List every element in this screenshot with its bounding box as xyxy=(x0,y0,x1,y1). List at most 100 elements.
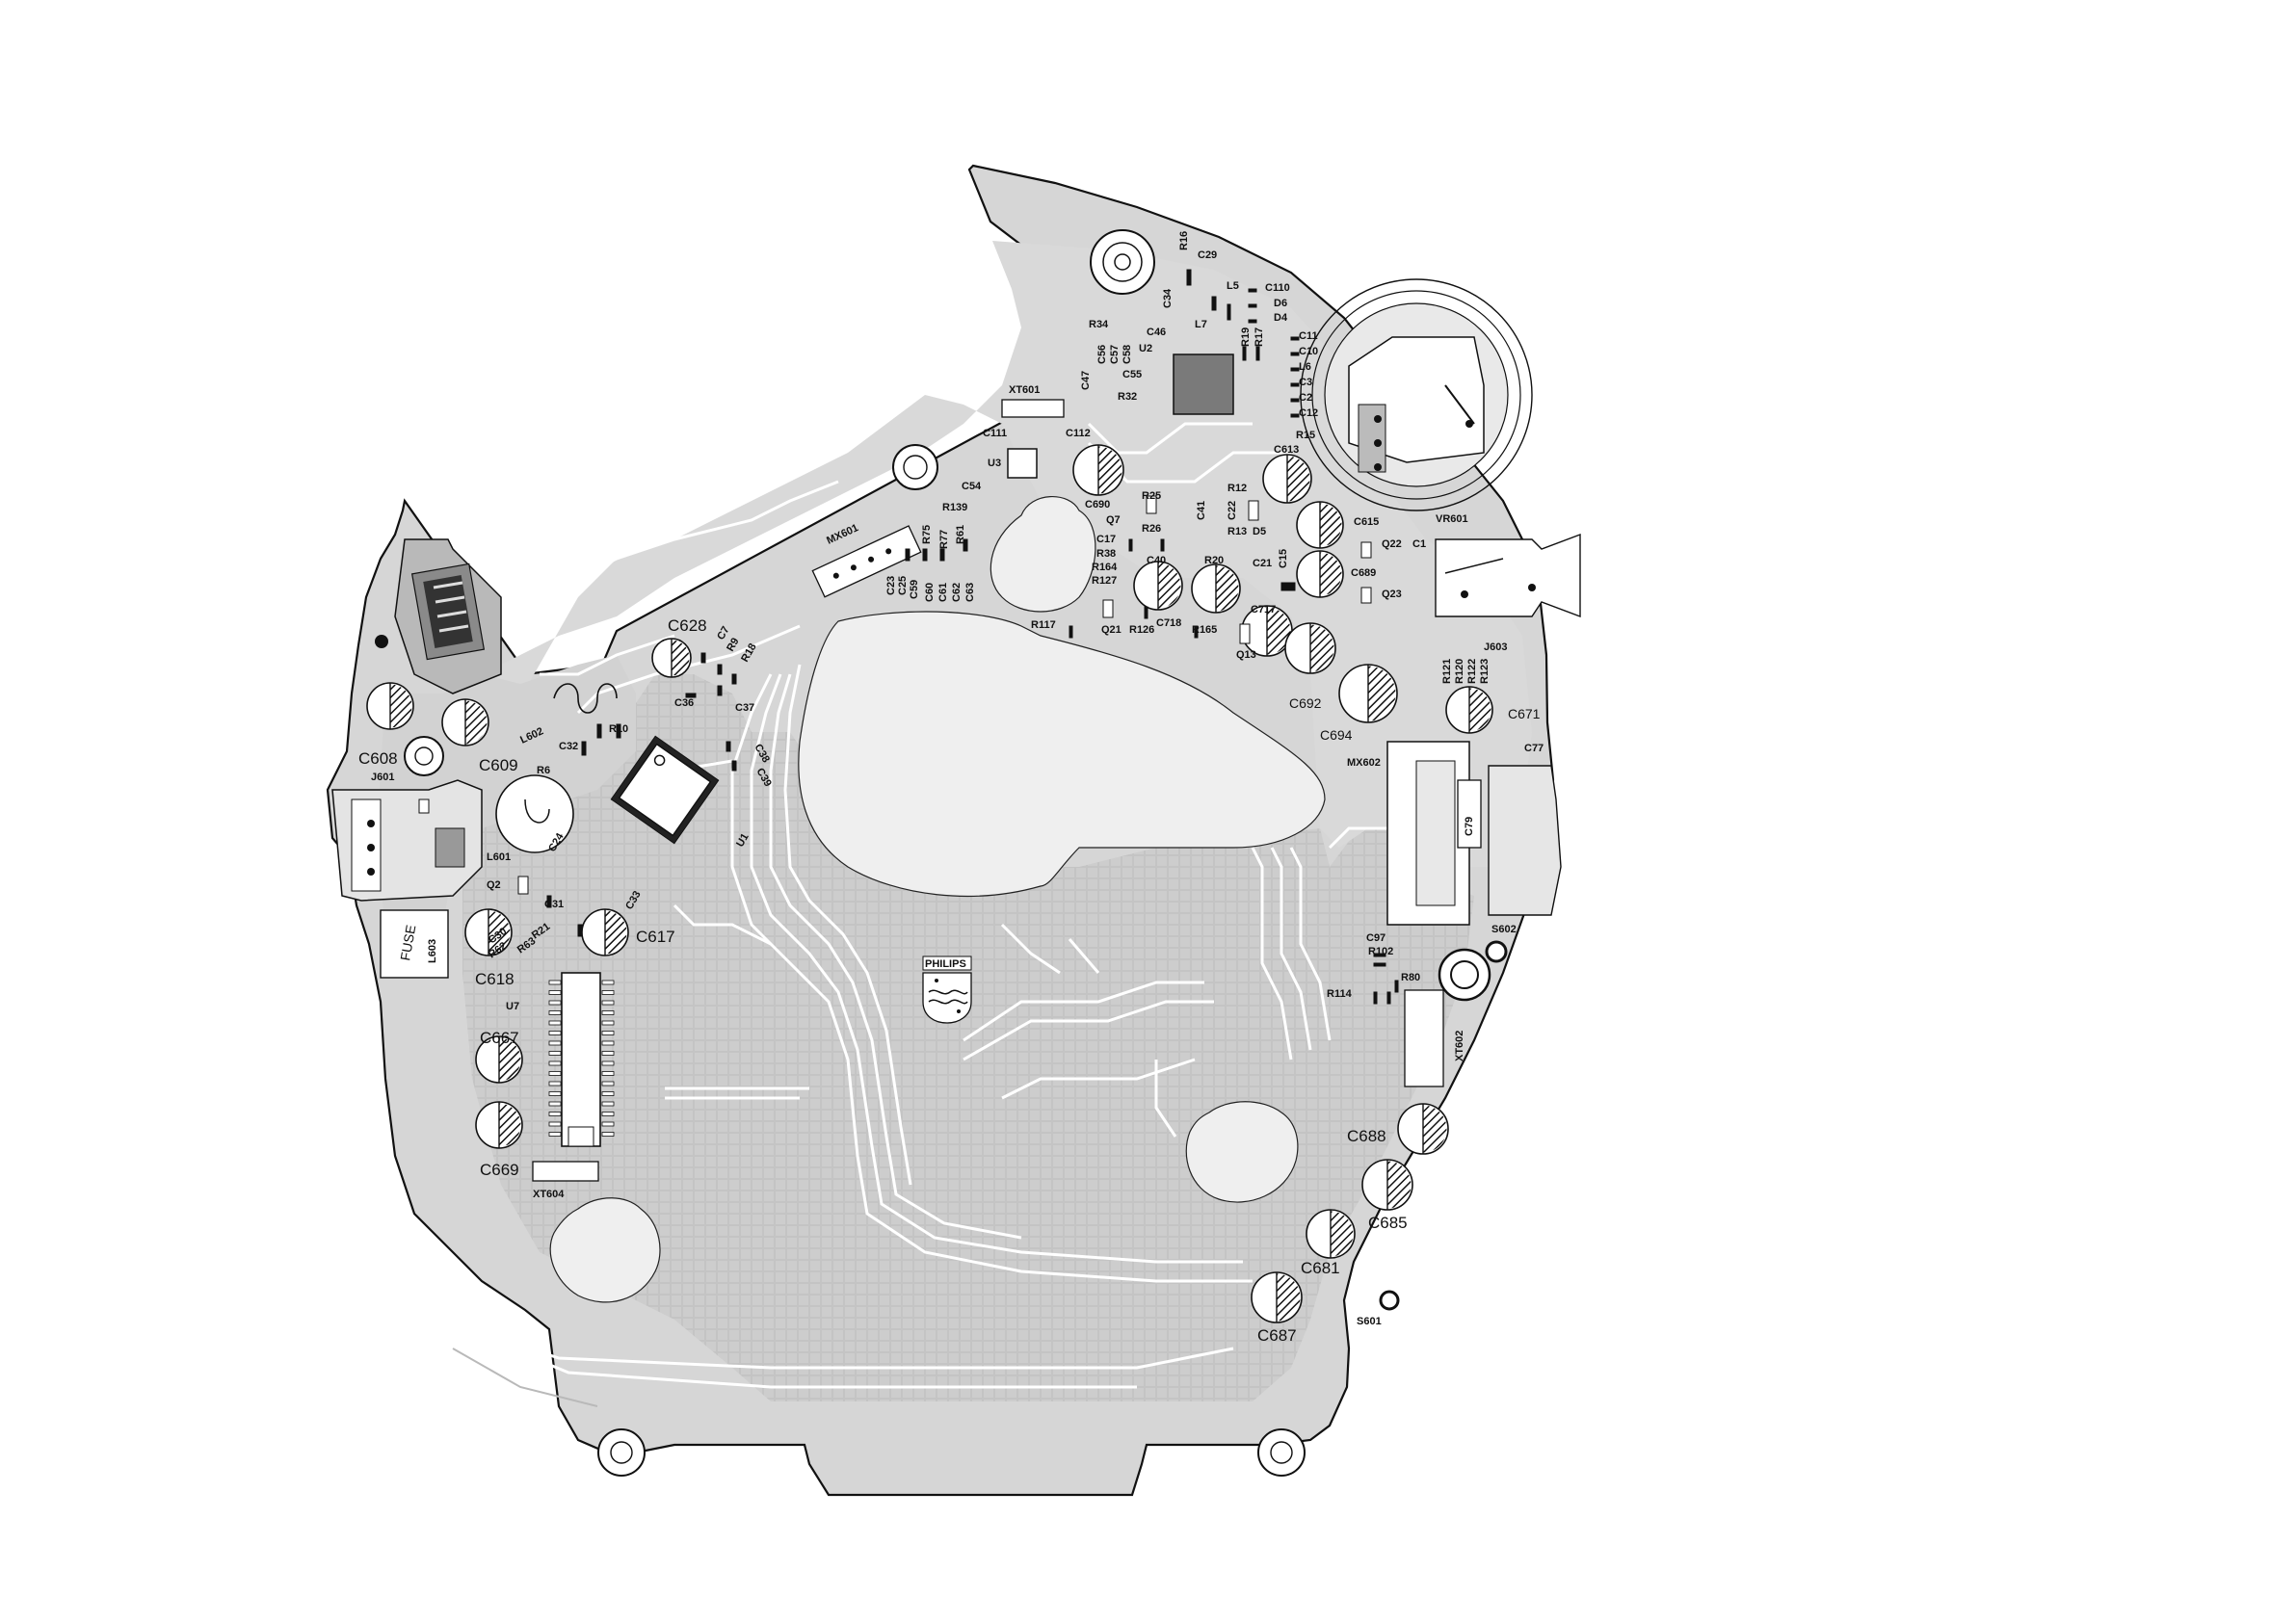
u3-block xyxy=(1007,448,1038,479)
smd-part xyxy=(717,664,723,675)
label-c25: C25 xyxy=(897,576,909,595)
smd-part xyxy=(1248,288,1257,293)
u7-pin xyxy=(601,1010,615,1015)
label-c61: C61 xyxy=(937,583,949,602)
label-c29: C29 xyxy=(1198,249,1217,261)
u1-chip xyxy=(610,735,720,845)
label-c689: C689 xyxy=(1351,567,1376,579)
smd-part xyxy=(1102,599,1114,618)
label-d6: D6 xyxy=(1274,298,1287,309)
u7-pin xyxy=(601,1000,615,1006)
u7-pin xyxy=(601,1121,615,1127)
label-c63: C63 xyxy=(964,583,976,602)
u7-pin xyxy=(601,1040,615,1046)
label-q23: Q23 xyxy=(1382,589,1402,600)
u7-pin xyxy=(601,1132,615,1137)
label-r165: R165 xyxy=(1192,624,1217,636)
label-q7: Q7 xyxy=(1106,514,1121,526)
smd-part xyxy=(731,760,737,772)
u7-pin xyxy=(601,980,615,985)
label-c97: C97 xyxy=(1366,932,1386,944)
label-c609: C609 xyxy=(479,756,518,774)
label-q2: Q2 xyxy=(487,879,501,891)
u7-pin xyxy=(601,1112,615,1116)
smd-part xyxy=(685,693,697,698)
u7-pin xyxy=(548,990,562,995)
label-vr601: VR601 xyxy=(1436,513,1468,525)
label-r120: R120 xyxy=(1454,659,1465,684)
label-r164: R164 xyxy=(1092,562,1118,573)
smd-part xyxy=(596,723,602,739)
label-c12: C12 xyxy=(1299,407,1318,419)
label-c1: C1 xyxy=(1412,538,1426,550)
label-c3: C3 xyxy=(1299,377,1312,388)
smd-components xyxy=(517,269,1399,1005)
capacitor-c40 xyxy=(1133,561,1183,611)
capacitor-c671 xyxy=(1445,686,1493,734)
label-u7: U7 xyxy=(506,1001,519,1012)
label-l603: L603 xyxy=(427,939,438,963)
label-c617: C617 xyxy=(636,928,675,946)
label-c57: C57 xyxy=(1109,345,1121,364)
label-philips: PHILIPS xyxy=(925,958,966,970)
label-c21: C21 xyxy=(1253,558,1272,569)
label-c618: C618 xyxy=(475,970,515,988)
u7-pin xyxy=(601,1020,615,1026)
label-r19: R19 xyxy=(1240,327,1252,347)
label-r34: R34 xyxy=(1089,319,1109,330)
label-fuse: FUSE xyxy=(397,924,418,962)
upper-copper-region xyxy=(438,241,1532,867)
smd-part xyxy=(1242,346,1247,361)
smd-part xyxy=(922,548,928,562)
smd-part xyxy=(1360,587,1372,604)
label-c692: C692 xyxy=(1289,695,1322,711)
smd-part xyxy=(1360,541,1372,559)
capacitors xyxy=(366,444,1493,1323)
smd-part xyxy=(616,723,621,739)
label-c46: C46 xyxy=(1147,327,1166,338)
u2-chip xyxy=(1173,353,1234,415)
center-cutout xyxy=(798,611,1326,897)
capacitor-c20 xyxy=(1191,563,1241,614)
capacitor-c689 xyxy=(1296,550,1344,598)
smd-part xyxy=(1194,625,1199,639)
label-r13: R13 xyxy=(1227,526,1247,537)
label-r26: R26 xyxy=(1142,523,1161,535)
label-c62: C62 xyxy=(951,583,963,602)
label-u2: U2 xyxy=(1139,343,1152,354)
label-r122: R122 xyxy=(1466,659,1478,684)
smd-part xyxy=(1146,495,1157,514)
capacitor-c667 xyxy=(475,1035,523,1084)
capacitor-c628 xyxy=(651,638,692,678)
u7-pin xyxy=(548,1132,562,1137)
smd-part xyxy=(1290,413,1300,418)
label-xt601: XT601 xyxy=(1009,384,1040,396)
u7-pin xyxy=(548,980,562,985)
label-c55: C55 xyxy=(1122,369,1142,380)
u7-pin xyxy=(601,990,615,995)
label-mx602: MX602 xyxy=(1347,757,1381,769)
j601-connector xyxy=(331,779,483,902)
label-c717: C717 xyxy=(1251,604,1276,615)
label-l7: L7 xyxy=(1195,319,1207,330)
smd-part xyxy=(1248,319,1257,324)
label-q21: Q21 xyxy=(1101,624,1122,636)
label-c34: C34 xyxy=(1162,288,1174,308)
label-c613: C613 xyxy=(1274,444,1299,456)
capacitor-c613 xyxy=(1262,454,1312,504)
label-u3: U3 xyxy=(988,458,1001,469)
capacitor-c685 xyxy=(1361,1159,1413,1211)
label-l6: L6 xyxy=(1299,361,1311,373)
xt604-block xyxy=(532,1161,599,1182)
label-c23: C23 xyxy=(885,576,897,595)
label-q22: Q22 xyxy=(1382,538,1402,550)
label-r10: R10 xyxy=(609,723,628,735)
label-r121: R121 xyxy=(1441,659,1453,684)
label-c111: C111 xyxy=(983,428,1007,439)
lower-right-cutout xyxy=(1185,1101,1299,1203)
capacitor-c669 xyxy=(475,1101,523,1149)
smd-part xyxy=(577,924,583,937)
u7-pin xyxy=(548,1000,562,1006)
label-r127: R127 xyxy=(1092,575,1117,587)
label-c11: C11 xyxy=(1299,330,1318,342)
